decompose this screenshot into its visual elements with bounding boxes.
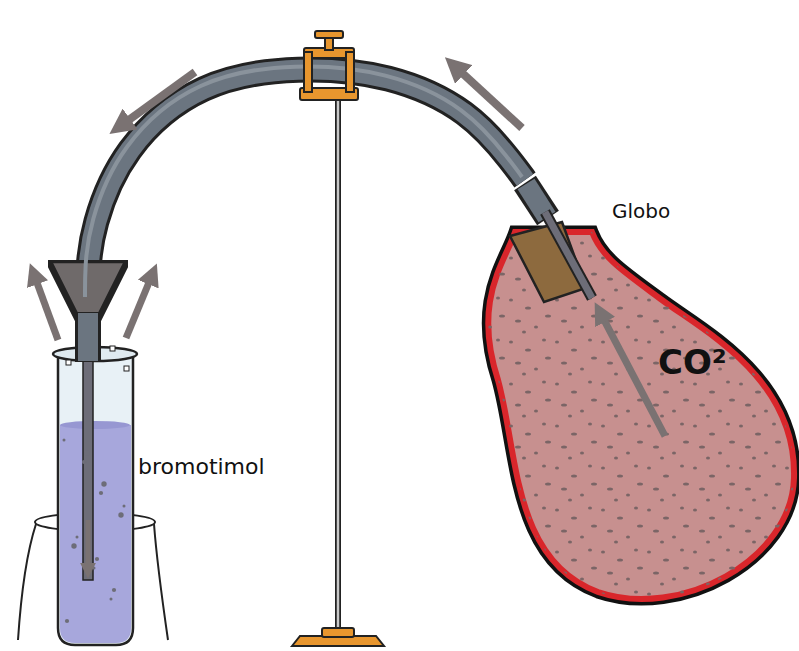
- glass-pipe: [545, 212, 592, 298]
- hose-end: [78, 313, 98, 361]
- bubble: [71, 543, 76, 548]
- bubble: [112, 588, 116, 592]
- bubble: [123, 505, 126, 508]
- tube-holder-leg: [18, 524, 36, 640]
- balloon-label: Globo: [612, 200, 670, 222]
- clamp-post: [346, 52, 354, 92]
- clamp: [300, 31, 358, 100]
- bubble: [110, 346, 115, 351]
- gas-out-arrow: [36, 280, 58, 340]
- bubble: [124, 366, 129, 371]
- bubble: [84, 450, 89, 455]
- clamp-post: [304, 52, 312, 92]
- test-tube: bromotimol: [40, 300, 302, 648]
- stand-pole: [335, 90, 341, 634]
- bubble: [63, 439, 66, 442]
- clamp-handle: [315, 31, 343, 38]
- bubble: [95, 557, 99, 561]
- stand: [292, 90, 384, 646]
- liquid-surface: [60, 421, 130, 429]
- bubble: [101, 481, 106, 486]
- gas-out-arrow: [126, 280, 150, 338]
- hose-outline: [88, 69, 525, 300]
- stand-pole-shine: [337, 90, 340, 634]
- balloon-skin: [488, 232, 794, 599]
- tube-holder-leg: [154, 524, 168, 640]
- flow-arrow: [460, 71, 522, 128]
- balloon-outline: [488, 232, 794, 599]
- bubble: [65, 619, 69, 623]
- bubble: [76, 536, 79, 539]
- gas-texture: [488, 232, 794, 599]
- liquid-label: bromotimol: [138, 455, 265, 479]
- bubble: [82, 460, 86, 464]
- balloon-drawing: [498, 180, 797, 598]
- stand-foot: [322, 628, 354, 637]
- flow-arrow: [126, 72, 195, 122]
- flow-arrows: [36, 71, 522, 340]
- bubble: [110, 598, 113, 601]
- flow-arrow: [603, 318, 665, 436]
- flow-arrow: [86, 520, 91, 566]
- bubble: [93, 567, 96, 570]
- hose-shine: [85, 66, 522, 297]
- hose-end: [75, 312, 101, 362]
- bubble: [99, 491, 103, 495]
- test-tube-glass: [58, 355, 133, 645]
- bubble: [118, 512, 123, 517]
- hose-body: [88, 69, 525, 300]
- gas-formula: CO²: [658, 344, 727, 381]
- bromothymol-liquid: [60, 425, 131, 643]
- bubble: [66, 360, 71, 365]
- rubber-hose: [85, 66, 525, 300]
- hose-end: [526, 184, 547, 217]
- balloon: GloboCO²: [498, 180, 797, 598]
- glass-pipe: [545, 212, 592, 298]
